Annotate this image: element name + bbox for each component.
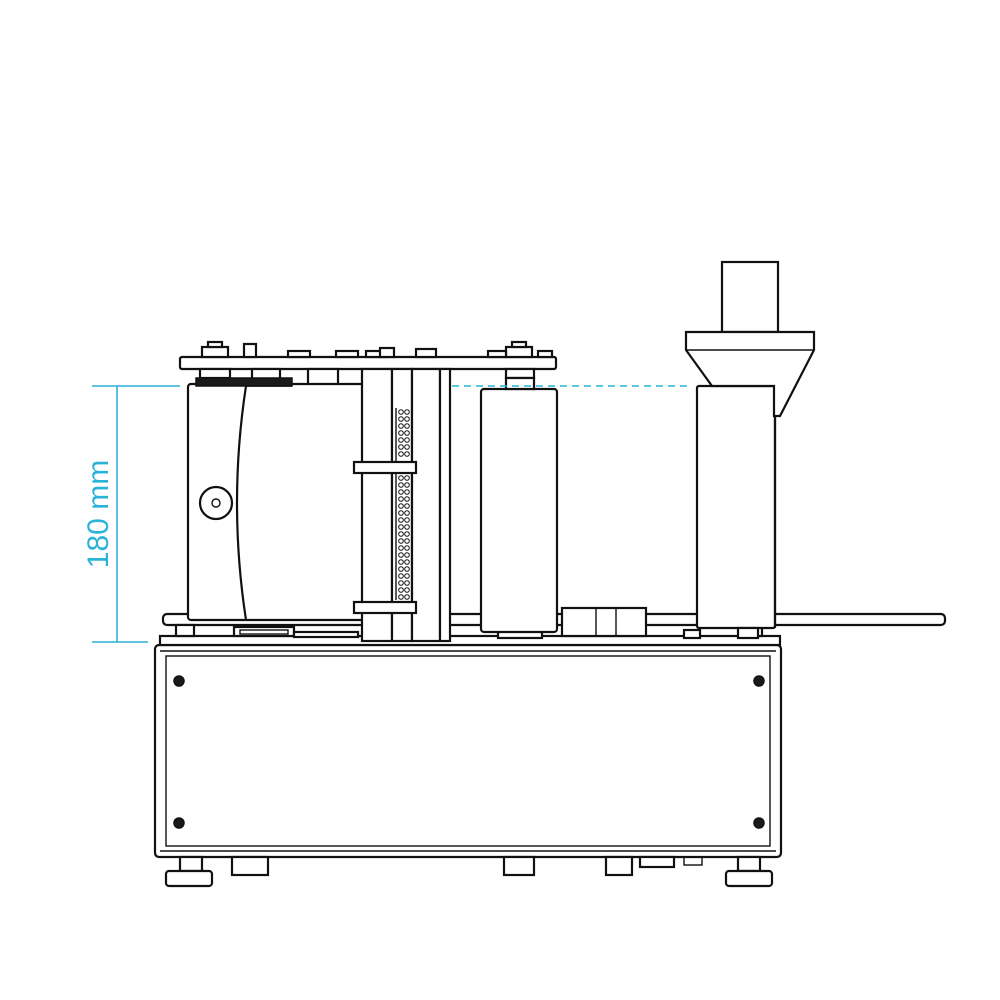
guide-dot <box>398 475 404 481</box>
label-guide-dots <box>398 409 410 600</box>
hopper <box>684 260 816 418</box>
guide-dot <box>404 559 410 565</box>
guide-dot <box>398 444 404 450</box>
guide-dot <box>404 552 410 558</box>
guide-dot <box>404 416 410 422</box>
dimension-label: 180 mm <box>82 460 115 568</box>
center-column <box>352 367 452 643</box>
guide-dot <box>398 416 404 422</box>
machine-feet <box>164 855 774 888</box>
guide-dot <box>404 482 410 488</box>
guide-dot <box>398 496 404 502</box>
guide-dot <box>398 451 404 457</box>
guide-dot <box>398 489 404 495</box>
guide-dot <box>398 559 404 565</box>
guide-dot <box>404 517 410 523</box>
guide-dot <box>404 524 410 530</box>
cabinet-screw <box>753 675 765 687</box>
guide-dot <box>404 587 410 593</box>
guide-dot <box>404 510 410 516</box>
guide-dot <box>404 496 410 502</box>
guide-dot <box>404 437 410 443</box>
guide-dot <box>404 423 410 429</box>
guide-dot <box>398 594 404 600</box>
guide-dot <box>398 430 404 436</box>
base-cabinet <box>153 643 783 859</box>
guide-dot <box>398 517 404 523</box>
guide-dot <box>398 573 404 579</box>
peel-roller <box>479 376 559 634</box>
guide-dot <box>398 423 404 429</box>
guide-dot <box>404 594 410 600</box>
guide-dot <box>398 580 404 586</box>
guide-dot <box>398 545 404 551</box>
height-dimension: 180 mm <box>82 385 692 643</box>
guide-dot <box>398 503 404 509</box>
cabinet-screw <box>753 817 765 829</box>
guide-dot <box>398 552 404 558</box>
guide-dot <box>404 503 410 509</box>
guide-dot <box>398 587 404 593</box>
guide-dot <box>404 531 410 537</box>
guide-dot <box>404 545 410 551</box>
rewind-roller <box>695 379 777 640</box>
guide-dot <box>404 538 410 544</box>
guide-dot <box>398 409 404 415</box>
guide-dot <box>404 475 410 481</box>
guide-dot <box>398 538 404 544</box>
guide-dot <box>398 437 404 443</box>
guide-dot <box>398 566 404 572</box>
label-reel <box>186 377 368 622</box>
guide-dot <box>398 482 404 488</box>
guide-dot <box>398 531 404 537</box>
guide-dot <box>404 566 410 572</box>
guide-dot <box>398 524 404 530</box>
guide-dot <box>404 451 410 457</box>
cabinet-screw <box>173 675 185 687</box>
upper-plate <box>178 340 558 387</box>
guide-dot <box>398 510 404 516</box>
cabinet-screw <box>173 817 185 829</box>
guide-dot <box>404 573 410 579</box>
guide-dot <box>404 580 410 586</box>
guide-dot <box>404 409 410 415</box>
reel-hub <box>198 485 234 521</box>
guide-dot <box>404 444 410 450</box>
guide-dot <box>404 430 410 436</box>
guide-dot <box>404 489 410 495</box>
